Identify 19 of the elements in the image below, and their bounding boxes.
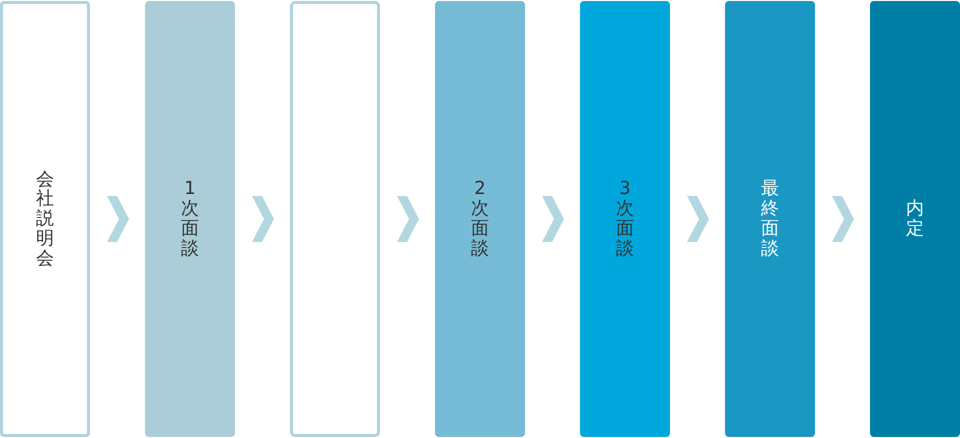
- stage-box: [870, 1, 960, 437]
- chevron-arrow: [542, 196, 564, 242]
- stage-box: [580, 1, 670, 437]
- stage-box: [725, 1, 815, 437]
- stage-label: 会社説明会: [36, 170, 54, 268]
- chevron-arrow: [687, 196, 709, 242]
- stage-box: [145, 1, 235, 437]
- stage-box: [290, 1, 380, 437]
- stage-label: 最終面談: [761, 179, 779, 259]
- chevron-arrow: [832, 196, 854, 242]
- stage-label: 1次面談: [181, 179, 199, 259]
- stage-label: 3次面談: [616, 179, 634, 259]
- chevron-arrow: [252, 196, 274, 242]
- stage-label: 2次面談: [471, 179, 489, 259]
- chevron-arrow: [107, 196, 129, 242]
- chevron-arrow: [397, 196, 419, 242]
- stage-label: 内定: [906, 199, 924, 239]
- stage-box: [435, 1, 525, 437]
- stage-box: [0, 1, 90, 437]
